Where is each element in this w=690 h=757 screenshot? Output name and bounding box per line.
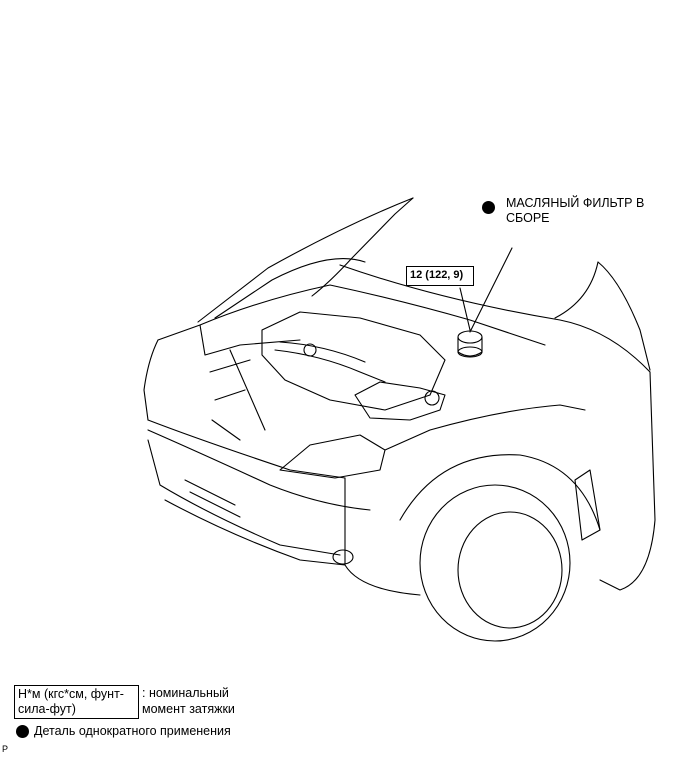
intake-pipe-2 (279, 341, 366, 363)
leader-line-torque (459, 287, 471, 331)
fender-top (339, 264, 651, 373)
wheel-arch (399, 454, 601, 531)
fog-lamp (332, 549, 354, 565)
corner-mark: P (2, 744, 9, 754)
front-grille-area (143, 324, 201, 421)
hood-outline (197, 197, 414, 323)
engine-part-circle-2 (303, 343, 317, 357)
hood-inner-edge (214, 258, 366, 319)
torque-value: 12 (122, 9) (410, 269, 464, 281)
engine-block (261, 311, 446, 411)
grille-slot-1 (184, 479, 236, 506)
legend-torque-desc-line2: момент затяжки (142, 702, 235, 716)
legend-torque-unit-box: Н*м (кгс*см, фунт- сила-фут) (14, 685, 139, 719)
legend-torque-unit-line1: Н*м (кгс*см, фунт- (18, 687, 124, 701)
legend-single-use-icon (16, 725, 29, 738)
torque-value-box: 12 (122, 9) (406, 266, 474, 286)
fender-body (599, 371, 656, 591)
bumper-lower (147, 439, 341, 556)
part-name-line1: МАСЛЯНЫЙ ФИЛЬТР В (506, 196, 645, 210)
mudflap (574, 469, 601, 541)
headlight (279, 434, 386, 479)
body-side (344, 477, 421, 596)
engine-part-circle (424, 390, 440, 406)
legend-torque-desc-line1: : номинальный (142, 686, 229, 700)
oil-filter-bottom (457, 346, 483, 358)
bumper-top (147, 419, 346, 479)
hood-edge (311, 197, 414, 297)
grille-slot-2 (189, 491, 241, 518)
legend-single-use-label: Деталь однократного применения (34, 724, 231, 738)
single-use-marker-icon (482, 201, 495, 214)
hood-support-rod (229, 349, 266, 431)
engine-bay-rim (199, 284, 546, 346)
oil-filter-top (457, 330, 483, 344)
fender-front (384, 404, 586, 451)
engine-parts-lower (354, 381, 446, 421)
intake-pipe (274, 349, 386, 383)
front-tire (419, 484, 571, 642)
legend-torque-unit-line2: сила-фут) (18, 702, 76, 716)
leader-line-part (469, 247, 513, 333)
windshield (597, 261, 651, 371)
radiator-support (199, 324, 301, 356)
bumper-mid (147, 429, 371, 511)
front-rim (457, 511, 563, 629)
bay-detail (209, 359, 251, 441)
a-pillar (554, 261, 599, 319)
part-name-line2: СБОРЕ (506, 211, 550, 225)
bumper-bottom (164, 499, 346, 566)
